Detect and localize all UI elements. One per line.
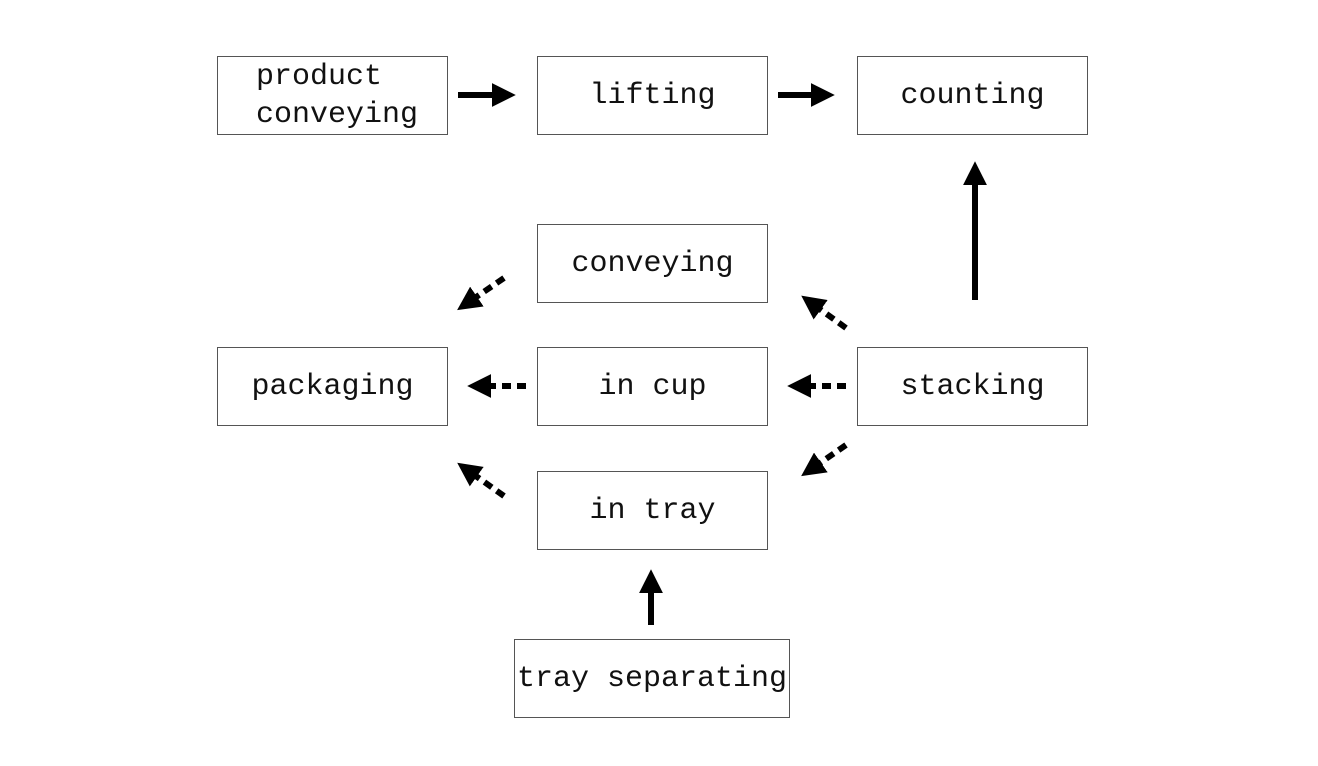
node-product-conveying: product conveying — [217, 56, 448, 135]
node-in-tray-label: in tray — [589, 493, 716, 528]
node-product-conveying-label: product conveying — [256, 59, 419, 132]
node-in-cup: in cup — [537, 347, 768, 426]
node-lifting-label: lifting — [589, 78, 716, 113]
arrow-in-tray-to-packaging — [457, 462, 506, 499]
node-conveying-label: conveying — [571, 246, 734, 281]
node-counting-label: counting — [900, 78, 1045, 113]
node-packaging-label: packaging — [251, 369, 414, 404]
node-tray-separating: tray separating — [514, 639, 790, 718]
node-lifting: lifting — [537, 56, 768, 135]
node-counting: counting — [857, 56, 1088, 135]
node-packaging: packaging — [217, 347, 448, 426]
arrow-stacking-to-in-tray — [801, 442, 848, 477]
node-stacking: stacking — [857, 347, 1088, 426]
node-conveying: conveying — [537, 224, 768, 303]
arrow-conveying-to-packaging — [457, 275, 506, 311]
node-in-tray: in tray — [537, 471, 768, 550]
node-in-cup-label: in cup — [598, 369, 707, 404]
arrow-stacking-to-conveying — [801, 295, 848, 331]
node-tray-separating-label: tray separating — [516, 661, 788, 696]
node-stacking-label: stacking — [900, 369, 1045, 404]
